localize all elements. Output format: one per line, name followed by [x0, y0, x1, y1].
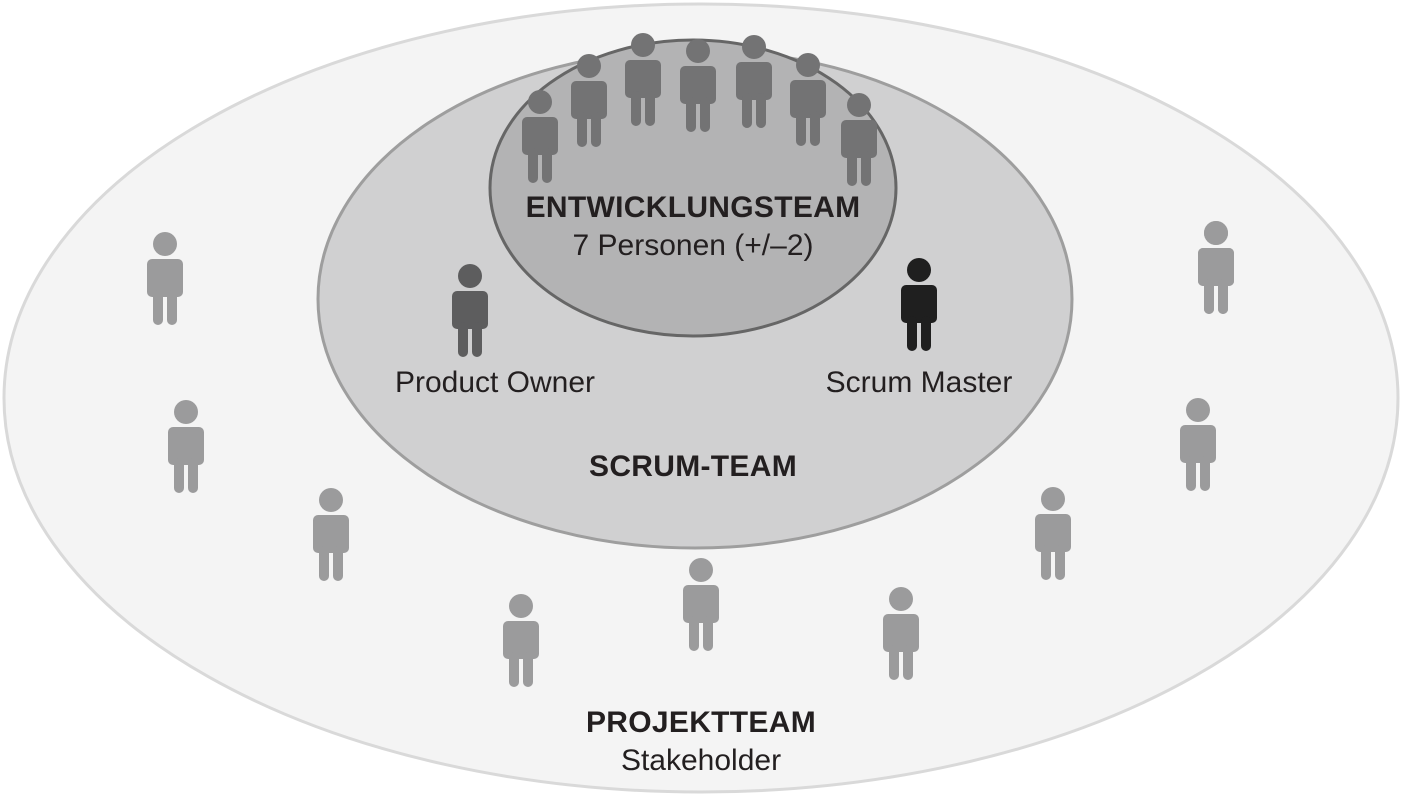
stakeholder-person-icon — [1035, 487, 1071, 580]
stakeholder-person-icon — [683, 558, 719, 651]
developer-person-icon — [625, 33, 661, 126]
project-team-subtitle: Stakeholder — [620, 744, 782, 777]
product-owner-person-icon — [452, 264, 488, 357]
developer-person-icon — [841, 93, 877, 186]
stakeholder-person-icon — [168, 400, 204, 493]
developer-person-icon — [571, 54, 607, 147]
stakeholder-person-icon — [313, 488, 349, 581]
scrum-team-label: SCRUM-TEAM — [589, 450, 797, 483]
stakeholder-person-icon — [1180, 398, 1216, 491]
people-layer — [147, 33, 1234, 687]
stakeholder-person-icon — [883, 587, 919, 680]
stakeholder-person-icon — [1198, 221, 1234, 314]
developer-person-icon — [736, 35, 772, 128]
project-team-title: PROJEKTTEAM — [586, 706, 816, 739]
developer-person-icon — [790, 53, 826, 146]
scrum-master-person-icon — [901, 258, 937, 351]
developer-person-icon — [522, 90, 558, 183]
stakeholder-person-icon — [503, 594, 539, 687]
scrum-master-label: Scrum Master — [825, 366, 1013, 399]
product-owner-label: Product Owner — [394, 366, 596, 399]
stakeholder-person-icon — [147, 232, 183, 325]
development-team-subtitle: 7 Personen (+/–2) — [572, 229, 814, 262]
development-team-title: ENTWICKLUNGSTEAM — [525, 191, 861, 224]
developer-person-icon — [680, 39, 716, 132]
